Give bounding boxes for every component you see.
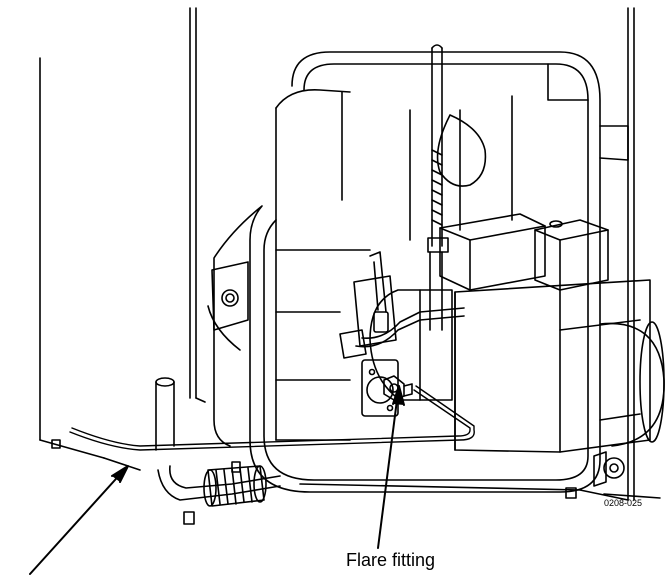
- primary-control-box: [534, 219, 609, 291]
- cabinet-left-panel: [39, 7, 206, 459]
- burner-housing: [454, 279, 651, 453]
- pump-bleeder-valve: [593, 451, 625, 487]
- front-supply-pipe: [155, 377, 281, 507]
- drawing-number: 0208-025: [604, 498, 643, 508]
- air-tube: [599, 321, 665, 447]
- access-opening-inner: [263, 63, 589, 481]
- left-mounting-bracket: [207, 261, 249, 351]
- access-opening-outer: [213, 51, 601, 493]
- oil-supply-line: [69, 385, 475, 451]
- flare-fitting-leader: [377, 385, 405, 549]
- supply-line-leader: [29, 465, 129, 575]
- electrode-rod: [427, 44, 449, 331]
- flare-fitting-label: Flare fitting: [346, 550, 436, 570]
- cabinet-right-panel: [599, 7, 635, 501]
- inspection-port: [436, 114, 487, 187]
- ignition-transformer: [439, 213, 546, 291]
- pump-tubing: [339, 251, 465, 359]
- cabinet-feet: [51, 439, 577, 525]
